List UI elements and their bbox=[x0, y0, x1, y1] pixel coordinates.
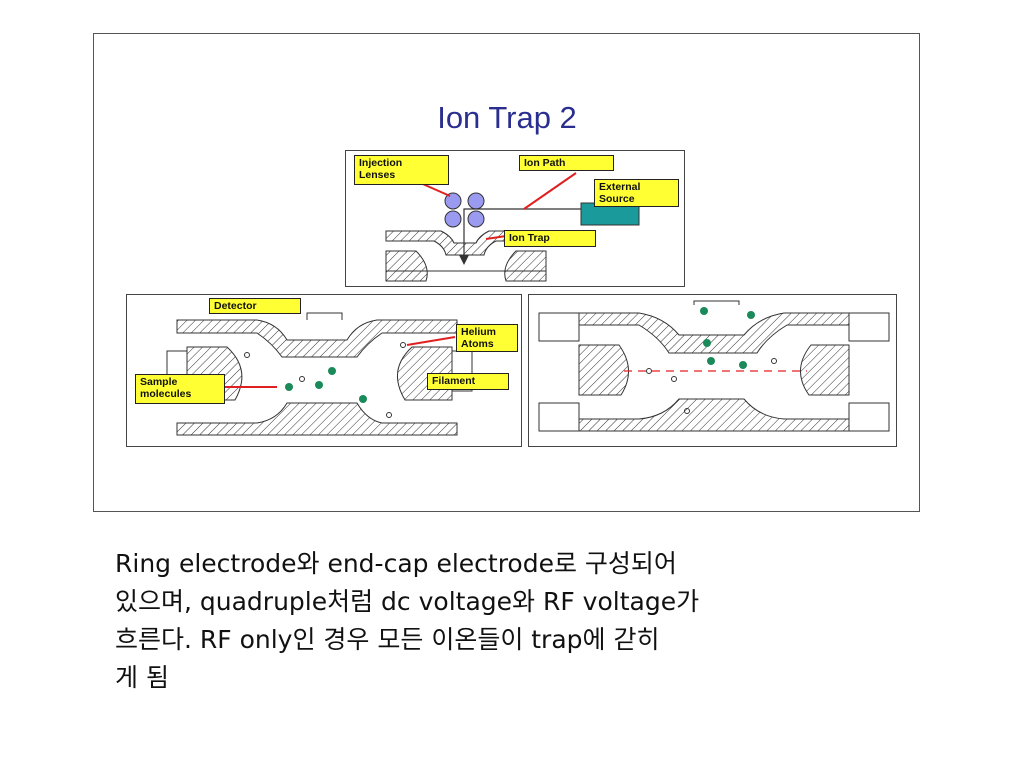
slide-caption: Ring electrode와 end-cap electrode로 구성되어 … bbox=[115, 545, 915, 697]
ion-trap-rf-diagram bbox=[528, 294, 897, 447]
ion-path-label: Ion Path bbox=[519, 155, 614, 171]
ion-path-arrow bbox=[459, 255, 469, 265]
end-cap-electrode-lower bbox=[578, 398, 850, 432]
ion-trap-injection-diagram: Injection Lenses Ion Path External Sourc… bbox=[345, 150, 685, 287]
helium-atom bbox=[771, 358, 777, 364]
rf-trap-graphic bbox=[538, 300, 890, 432]
injection-lens bbox=[444, 210, 462, 228]
helium-atom bbox=[299, 376, 305, 382]
ionization-diagram-graphic bbox=[166, 312, 473, 436]
trapped-ion bbox=[747, 311, 755, 319]
ring-electrode-left bbox=[578, 344, 629, 396]
external-source-label: External Source bbox=[594, 179, 679, 207]
filament-label: Filament bbox=[427, 373, 509, 390]
trapped-ion bbox=[739, 361, 747, 369]
frame-block bbox=[848, 312, 890, 342]
helium-atom bbox=[400, 342, 406, 348]
sample-molecules-label: Sample molecules bbox=[135, 374, 225, 404]
injection-lens bbox=[467, 210, 485, 228]
trapped-ion bbox=[703, 339, 711, 347]
helium-atoms-label: Helium Atoms bbox=[456, 324, 518, 352]
ring-electrode-left bbox=[385, 250, 428, 282]
caption-line: Ring electrode와 end-cap electrode로 구성되어 bbox=[115, 549, 677, 578]
caption-line: 흐른다. RF only인 경우 모든 이온들이 trap에 갇히 bbox=[115, 625, 660, 654]
ion-trap-ionization-diagram: Detector Helium Atoms Filament Sample mo… bbox=[126, 294, 522, 447]
sample-molecule bbox=[328, 367, 336, 375]
frame-block bbox=[848, 402, 890, 432]
injection-lenses-label: Injection Lenses bbox=[354, 155, 449, 185]
pointer-line bbox=[406, 336, 456, 346]
trapped-ion bbox=[700, 307, 708, 315]
caption-line: 게 됨 bbox=[115, 663, 169, 692]
detector-bracket bbox=[306, 312, 343, 320]
injection-lens bbox=[467, 192, 485, 210]
ring-electrode-right bbox=[504, 250, 547, 282]
trapped-ion bbox=[707, 357, 715, 365]
frame-block bbox=[538, 402, 580, 432]
sample-molecule bbox=[315, 381, 323, 389]
end-cap-electrode-upper bbox=[578, 312, 850, 354]
helium-atom bbox=[646, 368, 652, 374]
pointer-line bbox=[523, 172, 577, 210]
injection-lens bbox=[444, 192, 462, 210]
frame-block bbox=[538, 312, 580, 342]
ion-trap-label: Ion Trap bbox=[504, 230, 596, 247]
sample-molecule bbox=[359, 395, 367, 403]
helium-atom bbox=[244, 352, 250, 358]
slide-title: Ion Trap 2 bbox=[437, 100, 577, 135]
sample-molecule bbox=[285, 383, 293, 391]
caption-line: 있으며, quadruple처럼 dc voltage와 RF voltage가 bbox=[115, 587, 700, 616]
detector-bracket bbox=[693, 300, 740, 305]
helium-atom bbox=[684, 408, 690, 414]
helium-atom bbox=[386, 412, 392, 418]
end-cap-electrode-lower bbox=[176, 402, 458, 436]
helium-atom bbox=[671, 376, 677, 382]
pointer-line bbox=[485, 235, 507, 240]
detector-label: Detector bbox=[209, 298, 301, 314]
ring-electrode-right bbox=[800, 344, 850, 396]
